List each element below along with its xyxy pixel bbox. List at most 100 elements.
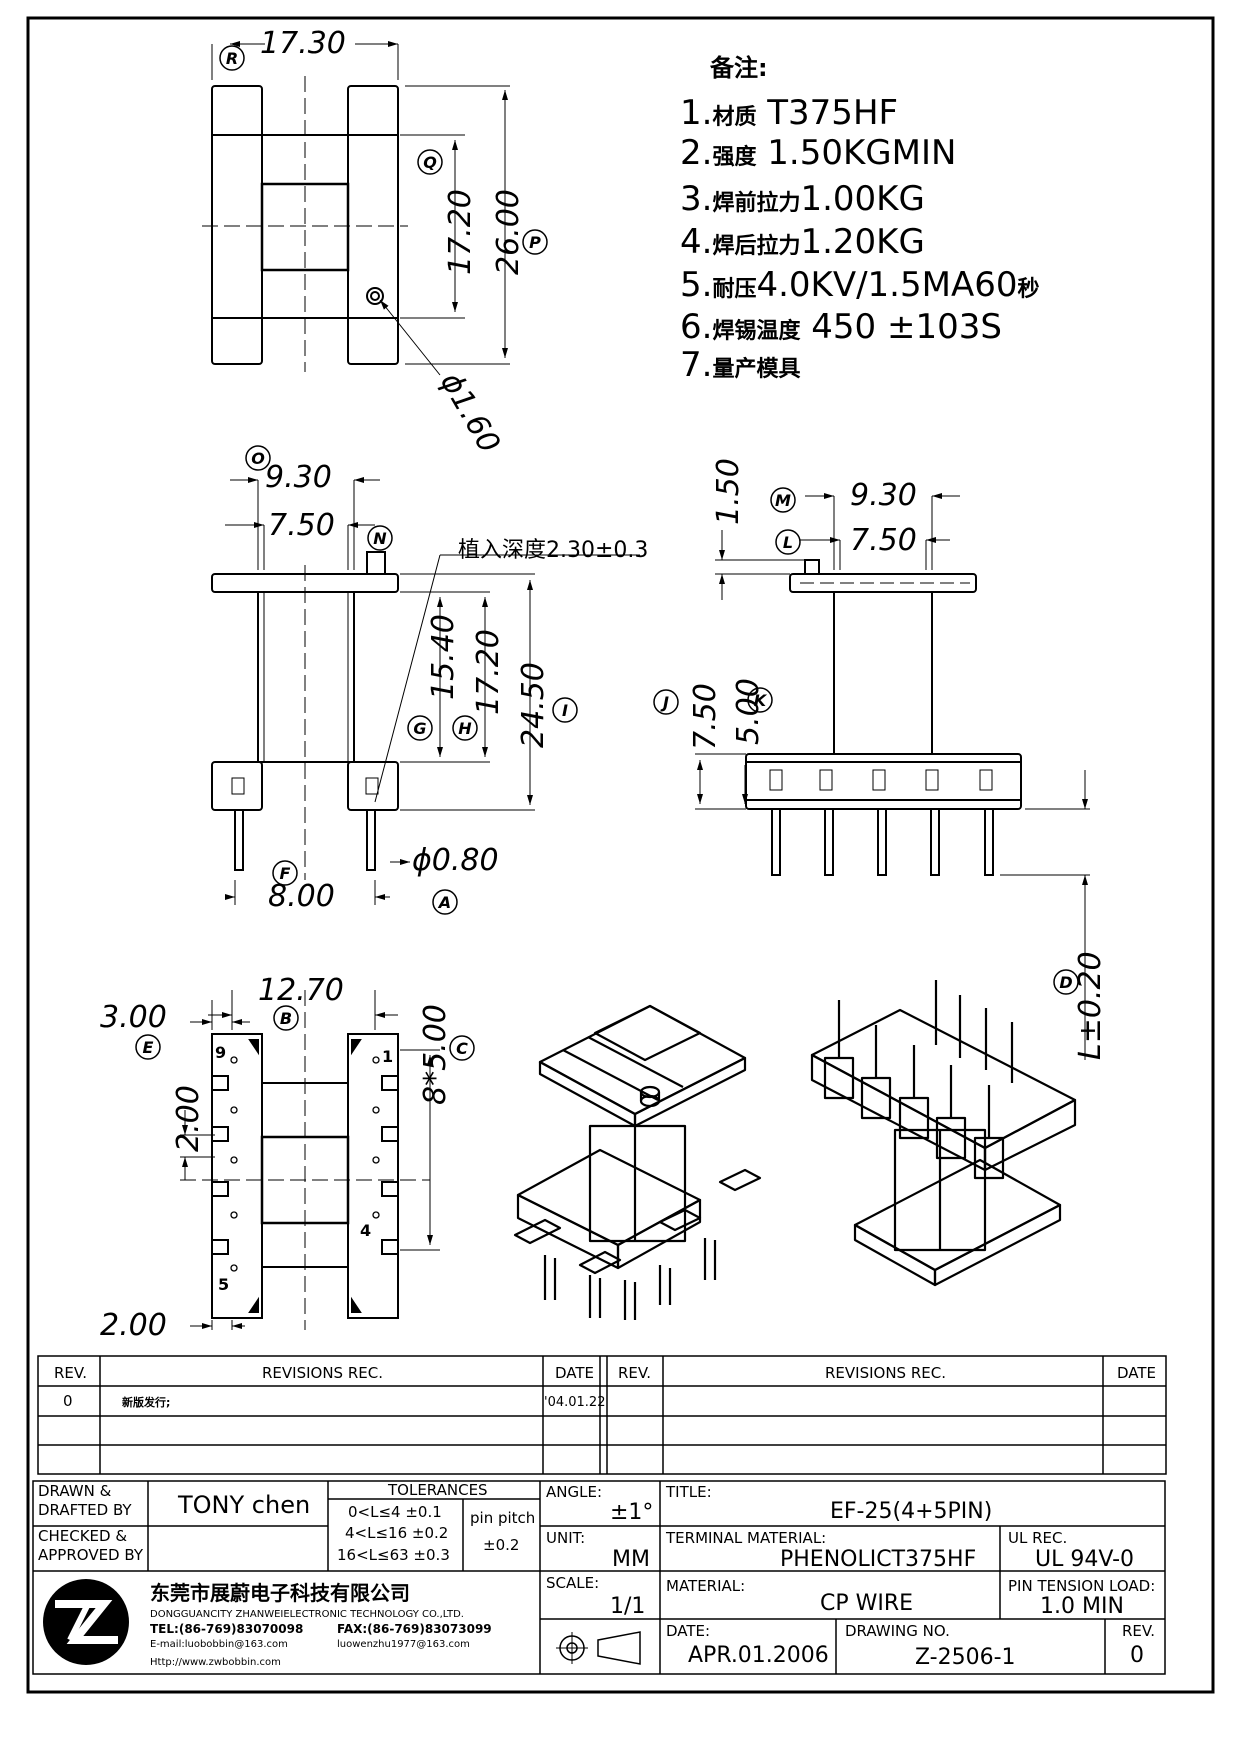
drawing-label: DRAWING NO.	[845, 1622, 950, 1640]
top-view	[202, 41, 510, 376]
title-label: TITLE:	[665, 1483, 712, 1501]
marker-g: G	[407, 715, 433, 741]
marker-p: P	[522, 229, 548, 255]
marker-label: Q	[423, 153, 437, 172]
marker-label: B	[280, 1009, 292, 1028]
rev-header-3: DATE	[555, 1364, 594, 1382]
dim-pin-span: 8.00	[268, 879, 335, 914]
note-5: 5.耐压4.0KV/1.5MA60秒	[680, 265, 1040, 305]
ul-label: UL REC.	[1008, 1529, 1067, 1547]
sheet-border	[26, 16, 1215, 1694]
marker-n: N	[367, 525, 393, 551]
marker-label: O	[251, 449, 265, 468]
pin-number-5: 5	[218, 1275, 229, 1294]
bottom-view-pins	[230, 1056, 380, 1272]
unit-label: UNIT:	[546, 1529, 585, 1547]
iso-view-top	[513, 1004, 762, 1320]
marker-b: B	[273, 1005, 299, 1031]
dim-top-inner: 17.20	[443, 189, 478, 275]
marker-label: M	[775, 491, 791, 510]
rev-header-6: DATE	[1117, 1364, 1156, 1382]
rev-row-rec: 新版发行;	[122, 1395, 170, 1409]
marker-i: I	[552, 697, 578, 723]
unit-value: MM	[612, 1547, 650, 1572]
marker-e: E	[135, 1034, 161, 1060]
pin-tension-label: PIN TENSION LOAD:	[1008, 1577, 1155, 1595]
notes-heading: 备注:	[709, 54, 768, 82]
marker-label: P	[529, 233, 541, 252]
company-http: Http://www.zwbobbin.com	[150, 1657, 281, 1668]
note-1: 1.材质 T375HF	[680, 93, 898, 133]
note-2: 2.强度 1.50KGMIN	[680, 133, 956, 173]
pin-tension-value: 1.0 MIN	[1040, 1594, 1124, 1619]
dim-bottom-gap: 2.00	[171, 1085, 206, 1152]
marker-d: D	[1053, 969, 1079, 995]
drawn-label: DRAWN &DRAFTED BY	[38, 1482, 132, 1519]
marker-h: H	[452, 715, 478, 741]
dim-side-h1: 7.50	[688, 683, 723, 750]
dim-bottom-low: 2.00	[100, 1308, 167, 1343]
rev-label: REV.	[1122, 1622, 1155, 1640]
revisions-table	[37, 1355, 1167, 1475]
marker-label: C	[456, 1039, 468, 1058]
dim-front-h1: 15.40	[426, 614, 461, 700]
scale-label: SCALE:	[546, 1574, 599, 1592]
checked-label: CHECKED &APPROVED BY	[38, 1527, 144, 1564]
dim-side-top: 1.50	[711, 458, 746, 525]
marker-label: K	[754, 691, 768, 710]
marker-label: D	[1059, 973, 1072, 992]
marker-m: M	[770, 487, 796, 513]
drawing-value: Z-2506-1	[915, 1645, 1016, 1670]
company-email: E-mail:luobobbin@163.com	[150, 1639, 288, 1650]
title-value: EF-25(4+5PIN)	[830, 1499, 992, 1524]
pin-pitch-label: pin pitch	[470, 1509, 535, 1527]
marker-a: A	[432, 889, 458, 915]
dim-top-height: 26.00	[491, 189, 526, 275]
marker-label: G	[413, 719, 426, 738]
rev-row-rev: 0	[63, 1392, 73, 1410]
dim-bottom-edge: 3.00	[100, 1000, 167, 1035]
terminal-value: PHENOLICT375HF	[780, 1547, 976, 1572]
company-email-2: luowenzhu1977@163.com	[337, 1639, 470, 1650]
dim-side-w2: 7.50	[850, 523, 917, 558]
terminal-label: TERMINAL MATERIAL:	[665, 1529, 826, 1547]
dim-pin-dia: ϕ0.80	[412, 843, 499, 878]
marker-label: H	[458, 719, 472, 738]
tol-row-1: 0<L≤4 ±0.1	[348, 1503, 442, 1521]
marker-label: F	[280, 864, 291, 883]
angle-label: ANGLE:	[546, 1483, 602, 1501]
pin-number-1: 1	[382, 1047, 393, 1066]
material-value: CP WIRE	[820, 1591, 913, 1616]
material-label: MATERIAL:	[666, 1577, 745, 1595]
marker-f: F	[272, 860, 298, 886]
iso-view-bottom	[810, 980, 1077, 1287]
angle-value: ±1°	[610, 1500, 653, 1525]
notes-block: 备注: 1.材质 T375HF 2.强度 1.50KGMIN 3.焊前拉力1.0…	[680, 54, 1040, 385]
marker-l: L	[775, 529, 801, 555]
note-3: 3.焊前拉力1.00KG	[680, 179, 925, 219]
marker-k: K	[747, 687, 773, 713]
front-view	[211, 477, 640, 905]
insert-depth-note: 植入深度2.30±0.3	[458, 538, 648, 563]
side-view	[695, 493, 1090, 1060]
pin-number-4: 4	[360, 1221, 371, 1240]
dim-hole-dia: ϕ1.60	[433, 367, 507, 459]
dim-front-w1: 9.30	[265, 460, 332, 495]
note-4: 4.焊后拉力1.20KG	[680, 222, 925, 262]
marker-o: O	[245, 445, 271, 471]
tol-row-2: 4<L≤16 ±0.2	[345, 1524, 448, 1542]
marker-label: A	[437, 893, 451, 912]
drawn-value: TONY chen	[177, 1491, 310, 1519]
marker-q: Q	[417, 149, 443, 175]
dim-top-width: 17.30	[260, 26, 346, 61]
dim-bottom-w: 12.70	[258, 973, 344, 1008]
company-name-en: DONGGUANCITY ZHANWEIELECTRONIC TECHNOLOG…	[150, 1609, 464, 1620]
marker-r: R	[219, 45, 245, 71]
marker-label: R	[226, 49, 238, 68]
scale-value: 1/1	[610, 1594, 645, 1619]
dim-bottom-pitch: 8*5.00	[418, 1004, 453, 1105]
company-name-cn: 东莞市展蔚电子科技有限公司	[150, 1581, 410, 1605]
company-logo	[43, 1579, 129, 1665]
date-value: APR.01.2006	[688, 1643, 829, 1668]
